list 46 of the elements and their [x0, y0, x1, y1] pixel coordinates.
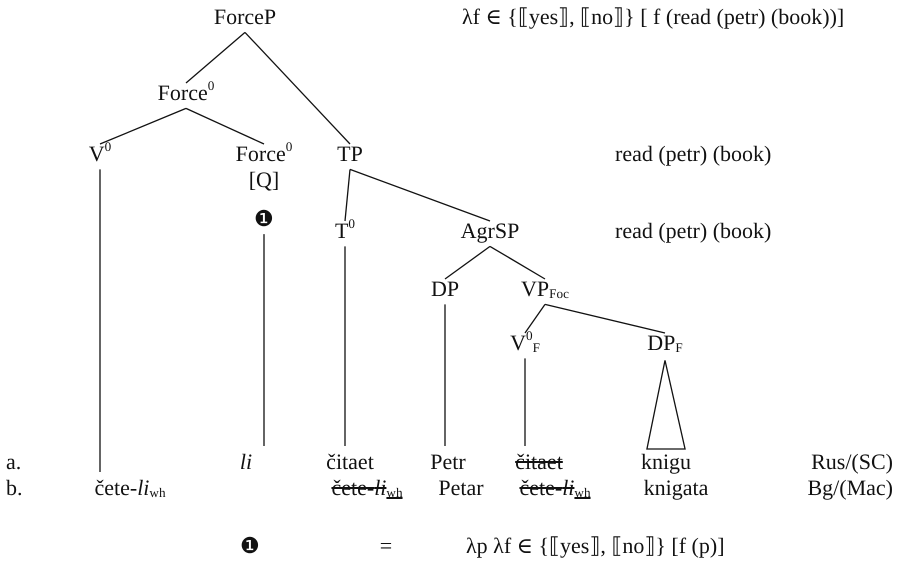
word-form: čitaet [515, 449, 563, 476]
tree-branch [350, 168, 490, 222]
tree-branch [244, 32, 350, 144]
word-form: čitaet [326, 449, 374, 476]
word-form: knigata [644, 475, 708, 502]
triangle-branch [646, 360, 686, 450]
tree-node-label: T$^{0}$ [334, 218, 356, 244]
semantic-formula: read (petr) (book) [615, 218, 772, 244]
word-form: li [240, 449, 252, 476]
language-label: Rus/(SC) [811, 449, 893, 476]
tree-branch [99, 169, 101, 472]
word-form: Petr [430, 449, 466, 476]
tree-node-label: DP$_{F}$ [647, 330, 683, 356]
semantic-formula: read (petr) (book) [615, 141, 772, 168]
tree-node-label: V$^{0}$ [88, 141, 112, 168]
tree-node-label: AgrSP [460, 218, 520, 244]
equals-sign: = [380, 533, 392, 560]
tree-branch [490, 246, 546, 280]
tree-branch [263, 234, 265, 446]
tree-branch [186, 108, 264, 145]
tree-branch [344, 246, 346, 446]
tree-branch [444, 304, 446, 446]
tree-node-label: VP$_{Foc}$ [521, 276, 569, 302]
example-letter: b. [6, 475, 22, 502]
tree-branch [186, 32, 246, 84]
tree-branch [524, 358, 526, 446]
feature-label: [Q] [248, 167, 280, 194]
numbered-marker: ❶ [253, 206, 275, 232]
tree-node-label: ForceP [214, 4, 276, 30]
language-label: Bg/(Mac) [807, 475, 893, 502]
word-form: čete-li$_{wh}$ [94, 475, 166, 502]
tree-branch [524, 304, 546, 334]
tree-branch [444, 246, 490, 280]
tree-node-label: Force$^{0}$ [158, 80, 214, 106]
numbered-marker: ❶ [240, 533, 260, 560]
tree-branch [344, 169, 351, 222]
word-form: knigu [640, 449, 692, 476]
tree-branch [544, 304, 666, 334]
tree-node-label: TP [337, 141, 363, 168]
semantic-formula: λp λf ∈ {⟦yes⟧, ⟦no⟧} [f (p)] [466, 533, 725, 560]
example-letter: a. [6, 449, 22, 476]
semantic-formula: λf ∈ {⟦yes⟧, ⟦no⟧} [ f (read (petr) (book))] [462, 4, 844, 30]
word-form: Petar [438, 475, 484, 502]
tree-branch [100, 108, 186, 145]
tree-node-label: Force$^{0}$ [236, 141, 292, 168]
tree-node-label: DP [430, 276, 460, 302]
